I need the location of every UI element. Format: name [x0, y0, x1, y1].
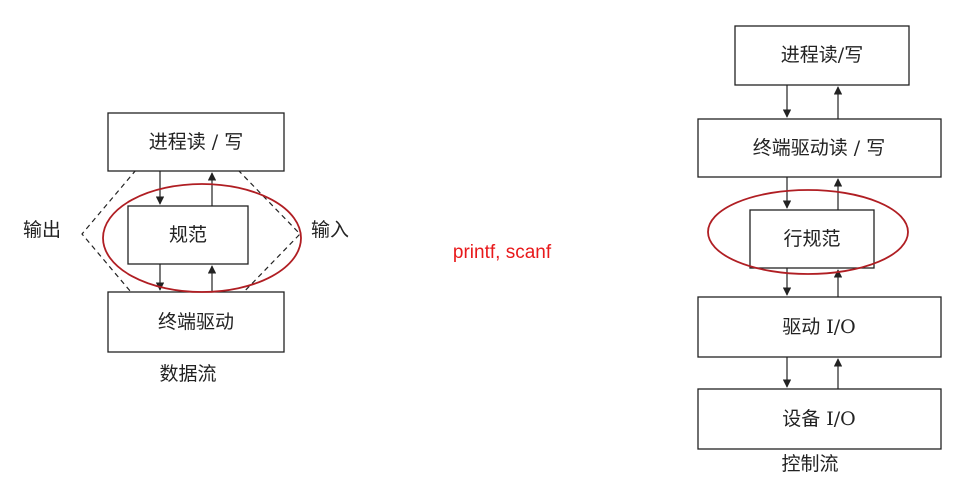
right-driver-io-label: 驱动 I/O — [782, 316, 856, 338]
right-process-rw-box — [734, 25, 910, 86]
right-line-discipline-label: 行规范 — [783, 228, 840, 250]
input-dashed-path — [237, 169, 301, 299]
left-discipline-box — [127, 205, 249, 265]
output-label: 输出 — [23, 219, 61, 241]
right-terminal-driver-rw-label: 终端驱动读 / 写 — [753, 137, 885, 159]
data-flow-caption: 数据流 — [159, 363, 216, 385]
right-terminal-driver-rw-box — [697, 118, 942, 178]
control-flow-caption: 控制流 — [781, 453, 838, 475]
left-diagram: 进程读 / 写 规范 终端驱动 输出 输入 数据流 — [23, 112, 349, 385]
right-diagram: 进程读/写 终端驱动读 / 写 行规范 驱动 I/O 设备 I/O 控制流 — [697, 25, 942, 475]
output-dashed-path — [81, 169, 137, 299]
input-label: 输入 — [311, 219, 349, 241]
left-process-rw-box — [107, 112, 285, 172]
right-process-rw-label: 进程读/写 — [781, 44, 863, 66]
left-process-rw-label: 进程读 / 写 — [149, 131, 243, 153]
right-device-io-label: 设备 I/O — [782, 408, 856, 430]
right-driver-io-box — [697, 296, 942, 358]
printf-scanf-label: printf, scanf — [453, 242, 552, 263]
left-terminal-driver-label: 终端驱动 — [158, 311, 234, 333]
right-highlight-ellipse — [707, 189, 909, 275]
left-terminal-driver-box — [107, 291, 285, 353]
left-highlight-ellipse — [102, 183, 302, 293]
right-line-discipline-box — [749, 209, 875, 269]
right-device-io-box — [697, 388, 942, 450]
left-discipline-label: 规范 — [169, 224, 207, 246]
